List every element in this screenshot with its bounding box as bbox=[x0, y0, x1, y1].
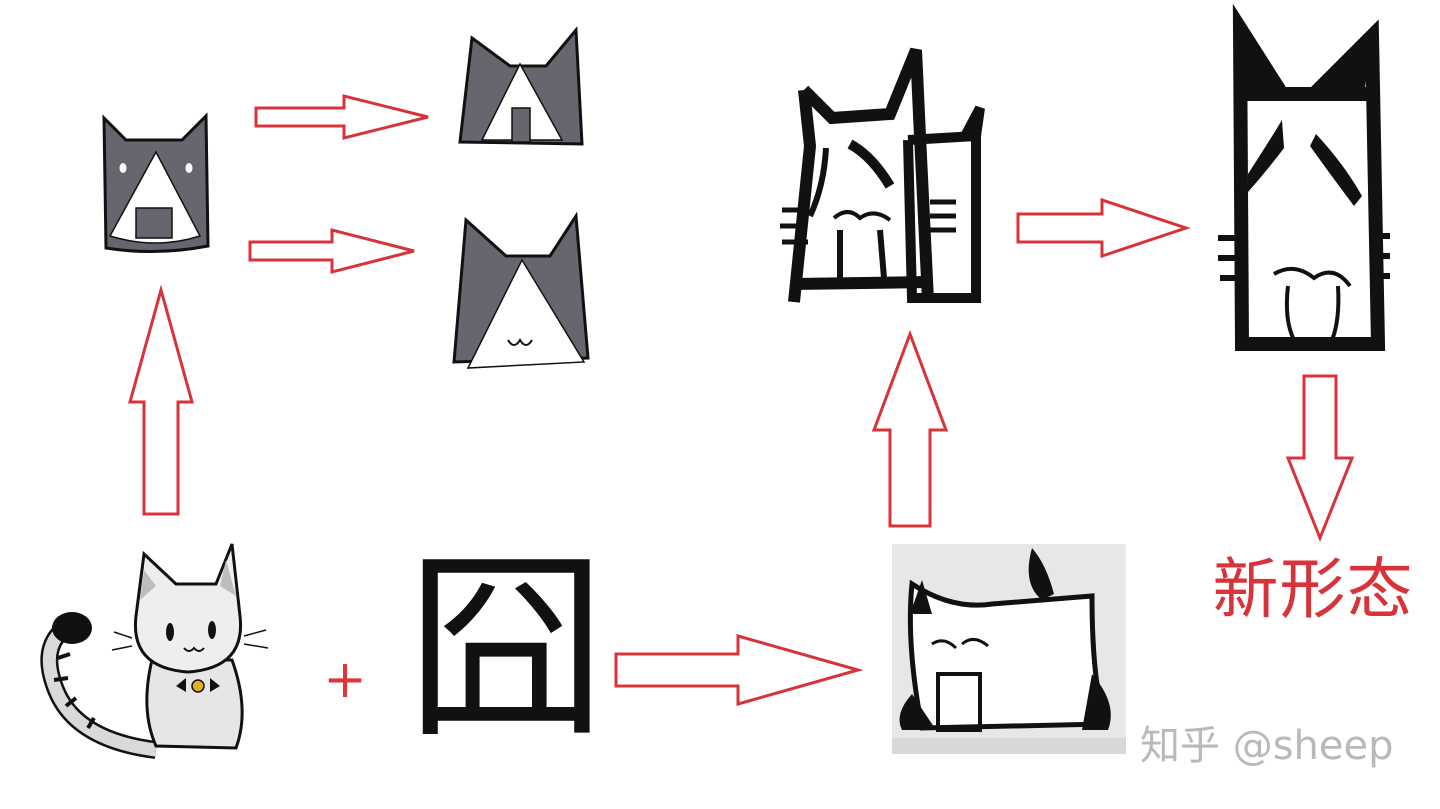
new-form-label: 新形态 bbox=[1212, 551, 1414, 628]
cat-head-variant-a-icon bbox=[458, 26, 584, 146]
arrow-down-right bbox=[1285, 374, 1355, 543]
arrow-right-top-1 bbox=[254, 94, 429, 140]
arrow-up-left bbox=[128, 284, 194, 516]
tall-cat-icon bbox=[780, 47, 985, 303]
arrow-right-top-2 bbox=[248, 228, 415, 274]
jiong-cat-photo bbox=[892, 544, 1126, 754]
arrow-up-right bbox=[871, 329, 949, 528]
arrow-right-upper bbox=[1016, 197, 1191, 259]
watermark-text: 知乎 @sheep bbox=[1140, 723, 1394, 769]
gray-cat-head-icon bbox=[102, 112, 210, 254]
final-cat-icon bbox=[1218, 3, 1390, 351]
cat-head-variant-b-icon bbox=[452, 211, 590, 369]
jiong-character: 囧 bbox=[406, 533, 607, 766]
arrow-right-bottom bbox=[614, 634, 864, 706]
plus-sign: + bbox=[323, 650, 367, 710]
cartoon-cat-image bbox=[40, 543, 269, 759]
